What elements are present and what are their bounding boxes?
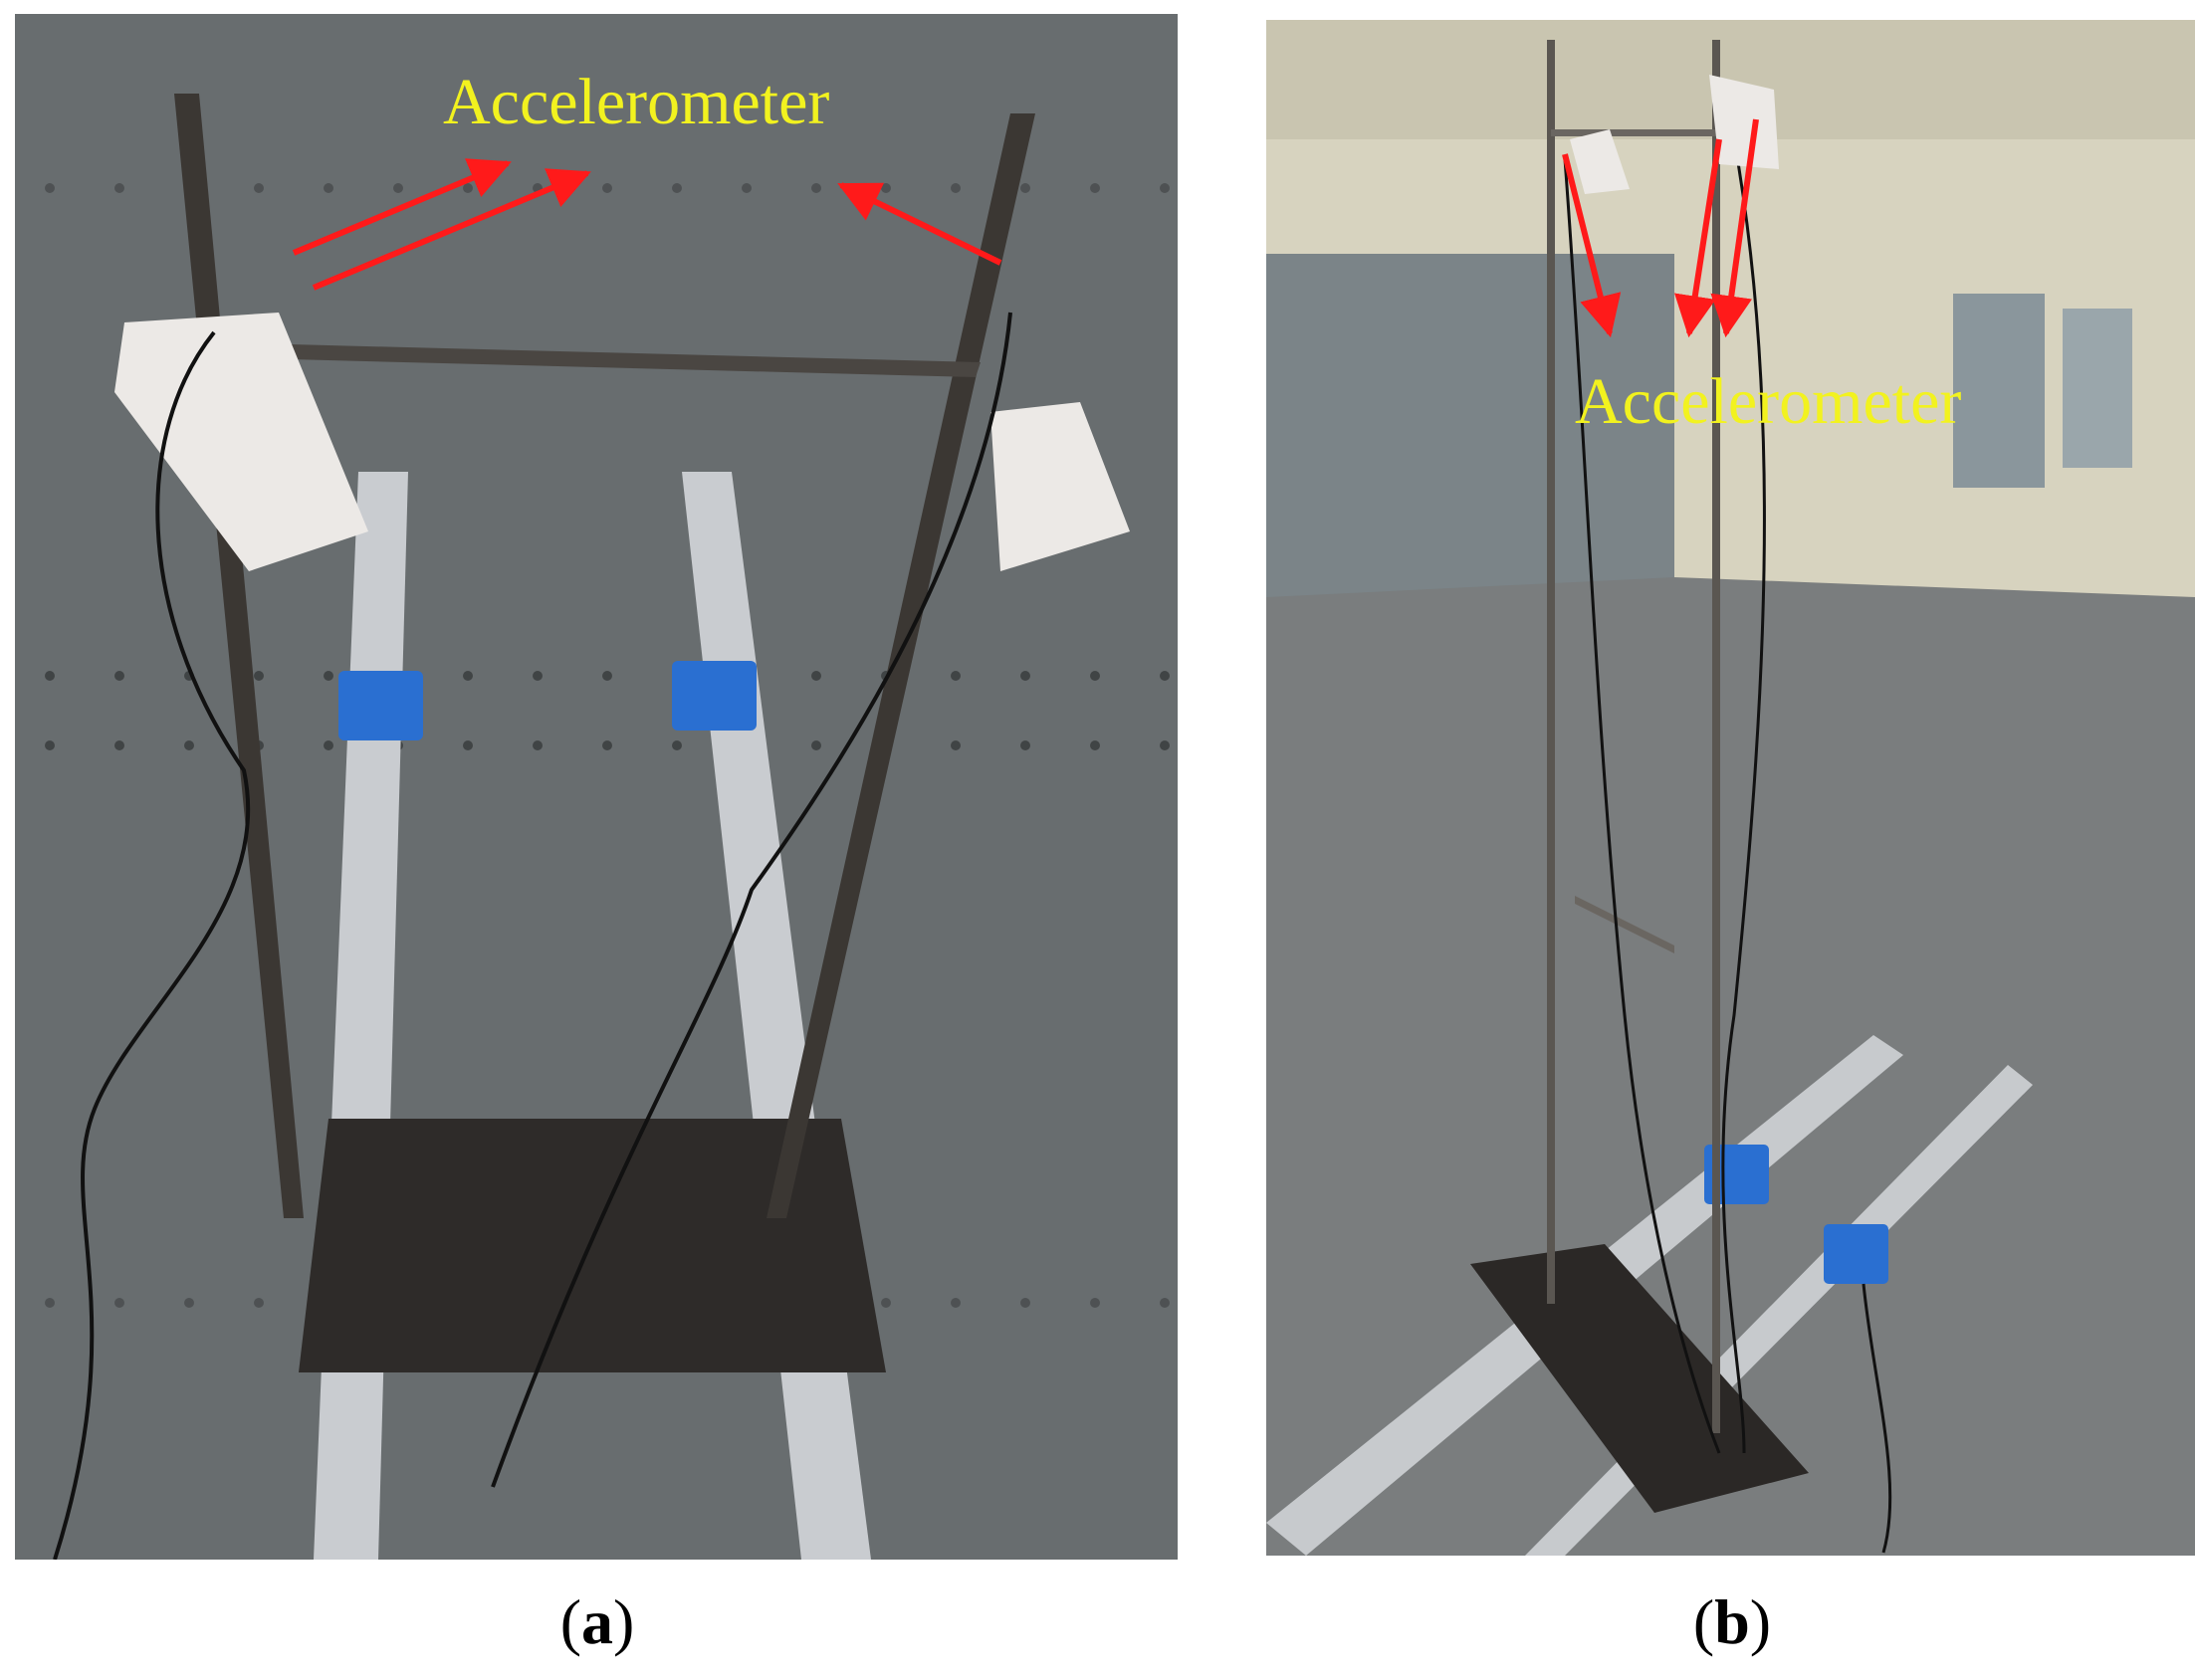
frame-crossbar	[214, 342, 981, 377]
clamp-left	[1704, 1145, 1769, 1204]
frame-post-left	[1547, 40, 1555, 1304]
photo-a: Accelerometer	[15, 14, 1178, 1560]
cable-left	[53, 330, 251, 1560]
base-plate	[1470, 1244, 1809, 1513]
arrow-2	[1673, 138, 1722, 338]
floor	[1266, 577, 2195, 1556]
cable-right	[491, 312, 1012, 1488]
tag-right	[1709, 75, 1779, 169]
frame-post-right	[767, 113, 1035, 1218]
frame-top-bar	[1551, 129, 1720, 136]
arrow-3	[837, 182, 1002, 266]
clamp-right	[1824, 1224, 1888, 1284]
arrow-1	[292, 158, 512, 256]
clamp-left	[338, 671, 423, 740]
caption-label-b: b	[1714, 1586, 1750, 1657]
cable-3	[1862, 1283, 1892, 1554]
arrow-2	[312, 168, 591, 291]
arrow-1	[1562, 153, 1622, 338]
frame-mid-bar	[1575, 896, 1674, 953]
window-right	[2063, 309, 2132, 468]
base-plate	[299, 1119, 886, 1372]
caption-a: (a)	[559, 1586, 635, 1657]
tag-right	[990, 402, 1130, 571]
clamp-right	[672, 661, 757, 731]
caption-label-a: a	[581, 1586, 613, 1657]
tag-left	[1570, 129, 1630, 194]
arrow-3	[1710, 118, 1759, 338]
cable-2	[1721, 138, 1766, 1454]
frame-post-right	[1712, 40, 1720, 1433]
annotation-accelerometer-b: Accelerometer	[1575, 365, 1961, 438]
caption-b: (b)	[1692, 1586, 1772, 1657]
cable-1	[1563, 158, 1721, 1454]
window-mid	[1953, 294, 2045, 488]
photo-panel-a: Accelerometer	[15, 14, 1178, 1560]
photo-b: Accelerometer	[1266, 20, 2195, 1556]
photo-panel-b: Accelerometer	[1266, 20, 2195, 1556]
annotation-accelerometer-a: Accelerometer	[443, 66, 829, 138]
tag-left	[114, 313, 368, 571]
